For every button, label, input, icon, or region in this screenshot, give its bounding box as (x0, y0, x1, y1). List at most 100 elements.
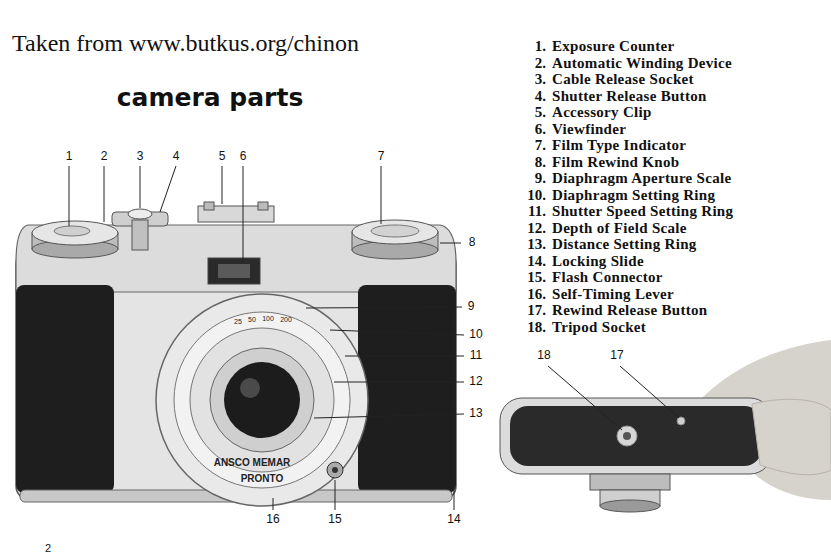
leader-line (160, 166, 176, 212)
part-name: Diaphragm Aperture Scale (552, 170, 731, 187)
flash-pin (332, 467, 338, 473)
bottom-plate (510, 406, 762, 466)
rewind-knob (352, 220, 438, 244)
part-number: 13. (527, 236, 546, 253)
leader-line (314, 414, 464, 418)
part-name: Diaphragm Setting Ring (552, 187, 715, 204)
scale-number: 25 (234, 318, 242, 326)
source-note: Taken from www.butkus.org/chinon (12, 30, 359, 56)
shutter-button (128, 209, 152, 219)
part-name: Self-Timing Lever (552, 286, 674, 303)
callout-number: 5 (219, 150, 226, 163)
part-number: 11. (528, 203, 546, 220)
scale-number: 100 (262, 315, 274, 323)
lens-barrel (210, 348, 314, 452)
exposure-counter (32, 221, 118, 245)
callout-number: 18 (537, 349, 550, 362)
callout-number: 12 (469, 375, 482, 388)
leader-line (243, 166, 244, 262)
leader-line (306, 307, 462, 308)
callout-number: 2 (101, 150, 108, 163)
leader-line (222, 166, 223, 204)
lens-front (600, 500, 660, 512)
part-number: 18. (527, 319, 546, 336)
tripod-socket (617, 426, 637, 446)
leader-line (454, 300, 455, 510)
socket-hole (623, 432, 631, 440)
lens-mount (156, 294, 368, 506)
part-number: 10. (527, 187, 546, 204)
part-name: Shutter Release Button (552, 88, 707, 105)
lens-engraving: ANSCO MEMAR (214, 457, 291, 468)
part-number: 3. (535, 71, 546, 88)
viewfinder (208, 258, 260, 284)
counter-window (54, 226, 90, 236)
leatherette-right (358, 285, 456, 493)
part-name: Film Type Indicator (552, 137, 686, 154)
part-name: Tripod Socket (552, 319, 646, 336)
callout-number: 10 (469, 328, 482, 341)
viewfinder-glass (218, 264, 250, 278)
scale-number: 200 (280, 316, 292, 324)
part-name: Flash Connector (552, 269, 663, 286)
leader-line (273, 498, 274, 510)
clip-lug (258, 202, 268, 210)
rewind-release-button (677, 417, 685, 425)
part-number: 4. (535, 88, 546, 105)
part-name: Cable Release Socket (552, 71, 694, 88)
callout-number: 16 (266, 513, 279, 526)
part-number: 6. (535, 121, 546, 138)
part-number: 2. (535, 55, 546, 72)
leader-line (381, 166, 382, 224)
part-number: 9. (535, 170, 546, 187)
part-name: Shutter Speed Setting Ring (552, 203, 733, 220)
part-name: Rewind Release Button (552, 302, 707, 319)
callout-number: 7 (378, 150, 385, 163)
callout-number: 14 (447, 513, 460, 526)
part-number: 5. (535, 104, 546, 121)
lens-glass (224, 362, 300, 438)
lens-reflection (240, 378, 260, 398)
callout-number: 15 (328, 513, 341, 526)
callout-number: 11 (470, 349, 482, 362)
top-plate (16, 225, 456, 292)
callout-number: 4 (173, 150, 180, 163)
part-number: 7. (535, 137, 546, 154)
callout-number: 17 (610, 349, 623, 362)
leader-line (345, 356, 464, 357)
leader-line (620, 366, 679, 418)
lens-underside (590, 474, 670, 490)
fingers (752, 399, 831, 474)
part-name: Automatic Winding Device (552, 55, 732, 72)
callout-number: 1 (66, 150, 73, 163)
callout-number: 6 (240, 150, 247, 163)
film-type-indicator (371, 225, 419, 237)
callout-number: 8 (469, 236, 476, 249)
release-stem (132, 220, 148, 250)
leatherette-left (16, 285, 114, 493)
scale-number: 50 (248, 316, 256, 324)
part-number: 17. (527, 302, 546, 319)
part-number: 12. (527, 220, 546, 237)
camera-bottom (500, 398, 772, 474)
flash-connector (327, 462, 343, 478)
lens-engraving: PRONTO (241, 473, 284, 484)
part-number: 8. (535, 154, 546, 171)
leader-line (440, 243, 461, 244)
leader-line (548, 366, 622, 430)
part-name: Accessory Clip (552, 104, 652, 121)
leader-line (334, 382, 464, 383)
part-name: Distance Setting Ring (552, 236, 697, 253)
part-number: 16. (527, 286, 546, 303)
distance-ring (190, 328, 334, 472)
part-number: 1. (535, 38, 546, 55)
part-number: 14. (527, 253, 546, 270)
leader-line (69, 166, 70, 226)
part-number: 15. (527, 269, 546, 286)
callout-number: 9 (468, 300, 475, 313)
page-number: 2 (45, 542, 51, 554)
leader-line (330, 330, 464, 335)
leader-line (140, 166, 141, 208)
part-name: Depth of Field Scale (552, 220, 687, 237)
part-name: Viewfinder (552, 121, 626, 138)
